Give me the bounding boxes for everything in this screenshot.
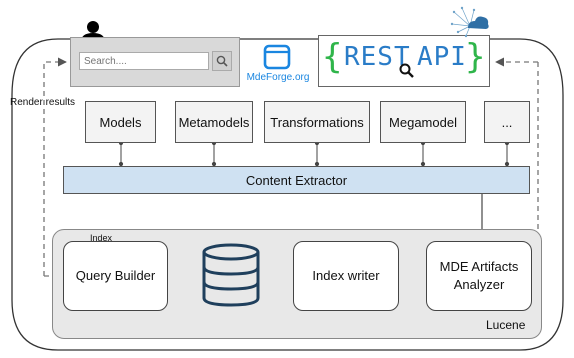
- database-icon: [202, 243, 260, 307]
- rest-close-brace: }: [465, 37, 486, 77]
- rest-open-brace: {: [322, 37, 343, 77]
- metamodels-box: Metamodels: [175, 101, 253, 143]
- index-label: Index: [90, 233, 113, 243]
- render-results-label: Render results: [10, 97, 76, 108]
- query-builder-box: Query Builder: [63, 241, 168, 311]
- analyzer-box: MDE Artifacts Analyzer: [426, 241, 532, 311]
- rest-api-panel: [318, 35, 490, 87]
- models-box: Models: [85, 101, 156, 143]
- megamodel-box: Megamodel: [380, 101, 466, 143]
- cloud-network-icon: [450, 6, 489, 38]
- search-input[interactable]: [79, 52, 209, 70]
- outer-frame: [11, 38, 564, 351]
- lucene-label: Lucene: [486, 318, 526, 332]
- logo-label: MdeForge.org: [246, 72, 310, 83]
- index-writer-box: Index writer: [293, 241, 399, 311]
- transformations-box: Transformations: [264, 101, 370, 143]
- rest-magnifier-icon: [399, 63, 414, 78]
- search-button[interactable]: [212, 51, 232, 71]
- api-word: API: [417, 42, 467, 72]
- more-box: ...: [484, 101, 530, 143]
- app-window-icon: [263, 44, 291, 70]
- magnifier-icon: [216, 55, 228, 67]
- rest-word: REST: [344, 42, 411, 72]
- content-extractor-bar: Content Extractor: [63, 166, 530, 194]
